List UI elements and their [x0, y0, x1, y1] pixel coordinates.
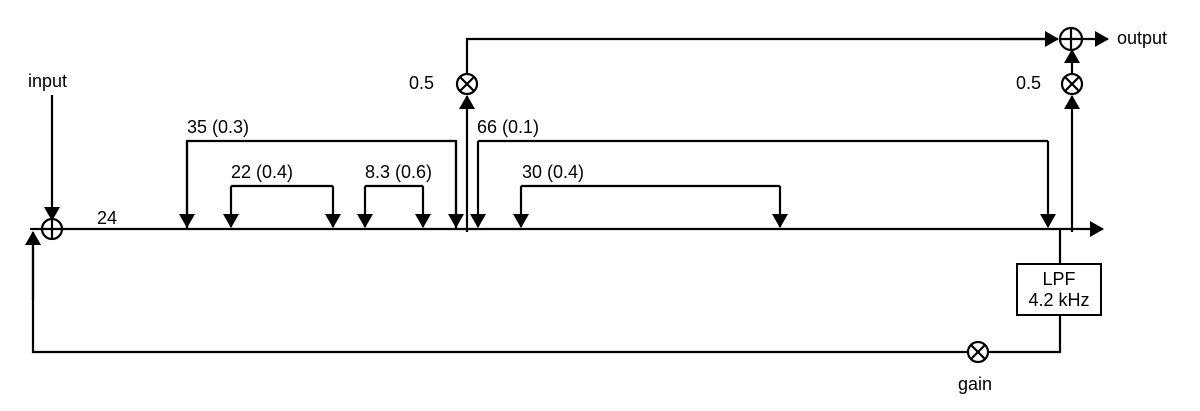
left-gain-label: 0.5 [409, 73, 435, 93]
tap-66-label: 66 (0.1) [477, 117, 540, 137]
right-multiplier-icon [1060, 72, 1084, 96]
main-delay-label: 24 [97, 208, 118, 228]
lpf-title: LPF [1042, 269, 1076, 289]
tap-30-label: 30 (0.4) [522, 162, 585, 182]
lpf-cutoff: 4.2 kHz [1028, 290, 1090, 310]
tap-35-label: 35 (0.3) [187, 117, 250, 137]
output-label: output [1117, 28, 1168, 48]
left-multiplier-icon [455, 72, 479, 96]
lpf-to-gain [988, 316, 1062, 354]
output-adder-icon [1058, 26, 1084, 52]
gain-label: gain [958, 374, 993, 394]
input-adder-icon [40, 217, 64, 241]
lpf-block: LPF 4.2 kHz [1016, 263, 1102, 316]
gain-multiplier-icon [966, 340, 990, 364]
input-label: input [28, 71, 68, 91]
left-output-path [465, 37, 1058, 73]
tap-22-label: 22 (0.4) [231, 162, 294, 182]
right-gain-label: 0.5 [1016, 73, 1042, 93]
tap-8.3-label: 8.3 (0.6) [365, 162, 433, 182]
feedback-return [31, 238, 967, 354]
